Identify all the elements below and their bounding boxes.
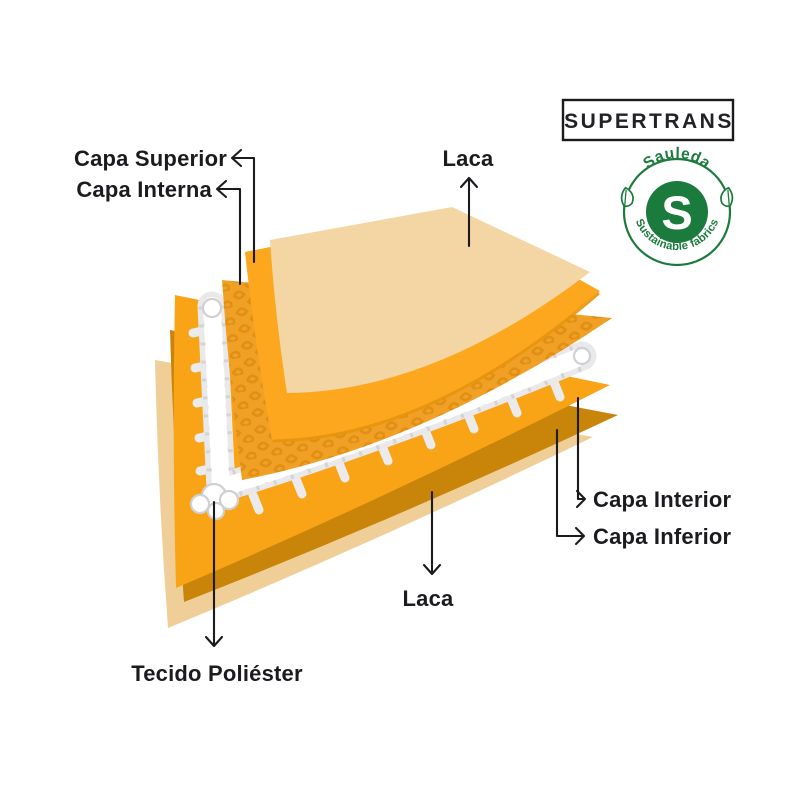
tecido-poliester-arrow [204, 500, 224, 648]
product-badge-box [561, 98, 735, 142]
laca-bottom-label: Laca [403, 586, 455, 611]
laca-top-arrow [459, 176, 479, 248]
logo-initial: S [661, 186, 692, 239]
leaf-icon-right [720, 186, 734, 208]
layer-stack [155, 207, 618, 628]
capa-interna-label: Capa Interna [76, 177, 212, 202]
sauleda-logo: S Sauleda Sustainable fabrics [620, 145, 734, 267]
capa-superior-label: Capa Superior [74, 146, 227, 171]
capa-inferior-label: Capa Inferior [593, 524, 732, 549]
capa-inferior-arrow [555, 428, 586, 546]
leaf-icon-left [620, 186, 634, 208]
capa-interior-arrow [575, 396, 587, 509]
tecido-poliester-label: Tecido Poliéster [131, 661, 303, 686]
mesh-corner-knots [189, 297, 592, 521]
annotations: Capa Superior Capa Interna Laca Capa Int… [74, 146, 732, 686]
logo-center-disc [646, 181, 708, 243]
layer-labels: Capa Superior Capa Interna Laca Capa Int… [74, 146, 732, 686]
capa-superior-edge-shadow [272, 292, 600, 443]
laca-top-label: Laca [443, 146, 495, 171]
product-badge: SUPERTRANS [561, 98, 735, 142]
product-badge-text: SUPERTRANS [564, 110, 734, 133]
capa-interna-arrow [215, 179, 242, 286]
capa-interior-label: Capa Interior [593, 487, 732, 512]
layer-laca-top [270, 207, 590, 393]
laca-bottom-arrow [422, 490, 442, 576]
capa-superior-arrow [230, 148, 256, 264]
